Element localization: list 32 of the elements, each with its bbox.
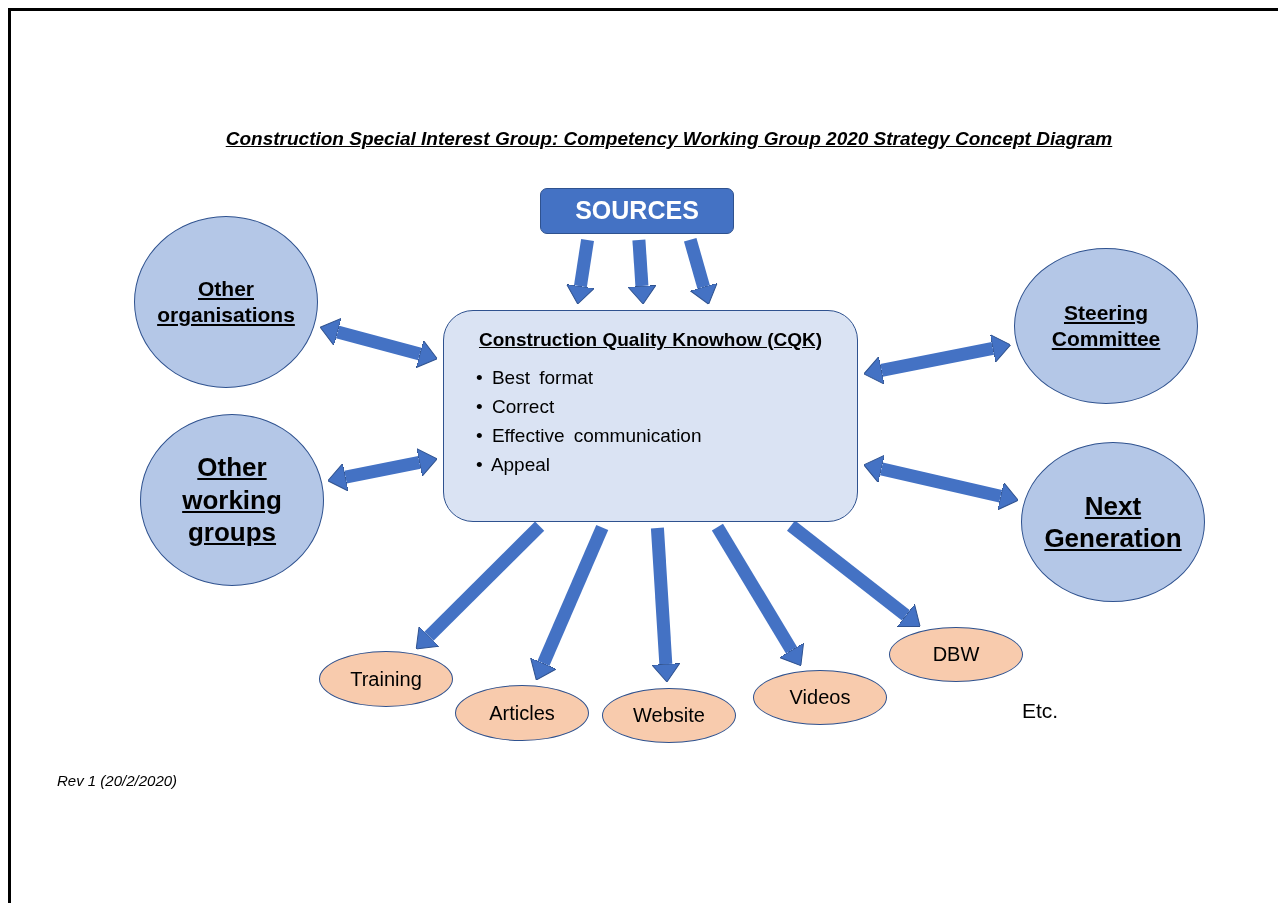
header-label: SOURCES <box>574 195 700 227</box>
block-arrow <box>863 454 1019 511</box>
content-card <box>443 310 858 522</box>
block-arrow <box>650 527 681 683</box>
block-arrow <box>415 521 545 650</box>
node-label: Videos <box>788 685 852 710</box>
bullet-item: • Correct <box>476 395 556 419</box>
block-arrow <box>327 448 438 492</box>
diagram-title: Construction Special Interest Group: Competency Working Group 2020 Strategy Concept Diagram <box>224 128 1114 150</box>
block-arrow <box>863 334 1011 385</box>
bullet-item: • Best format <box>476 366 595 390</box>
bullet-item: • Effective communication <box>476 424 702 448</box>
block-arrow <box>566 238 595 305</box>
block-arrow <box>530 524 609 681</box>
block-arrow <box>627 239 657 305</box>
block-arrow <box>711 523 805 667</box>
revision-note: Rev 1 (20/2/2020) <box>57 772 178 789</box>
node-label: Training <box>349 666 423 692</box>
node-label: Articles <box>488 700 556 726</box>
node-label: Next Generation <box>1043 489 1183 555</box>
node-label: DBW <box>931 642 981 667</box>
node-label: Steering Committee <box>1050 299 1162 352</box>
header-box <box>540 188 734 234</box>
node-label: Other organisations <box>156 275 296 328</box>
bullet-item: • Appeal <box>476 453 552 477</box>
node-label: Other working groups <box>181 451 283 549</box>
block-arrow <box>683 238 718 305</box>
block-arrow <box>787 520 921 627</box>
block-arrow <box>319 317 438 369</box>
note-text: Etc. <box>1022 699 1059 723</box>
node-label: Website <box>632 703 706 728</box>
card-heading: Construction Quality Knowhow (CQK) <box>479 329 822 351</box>
